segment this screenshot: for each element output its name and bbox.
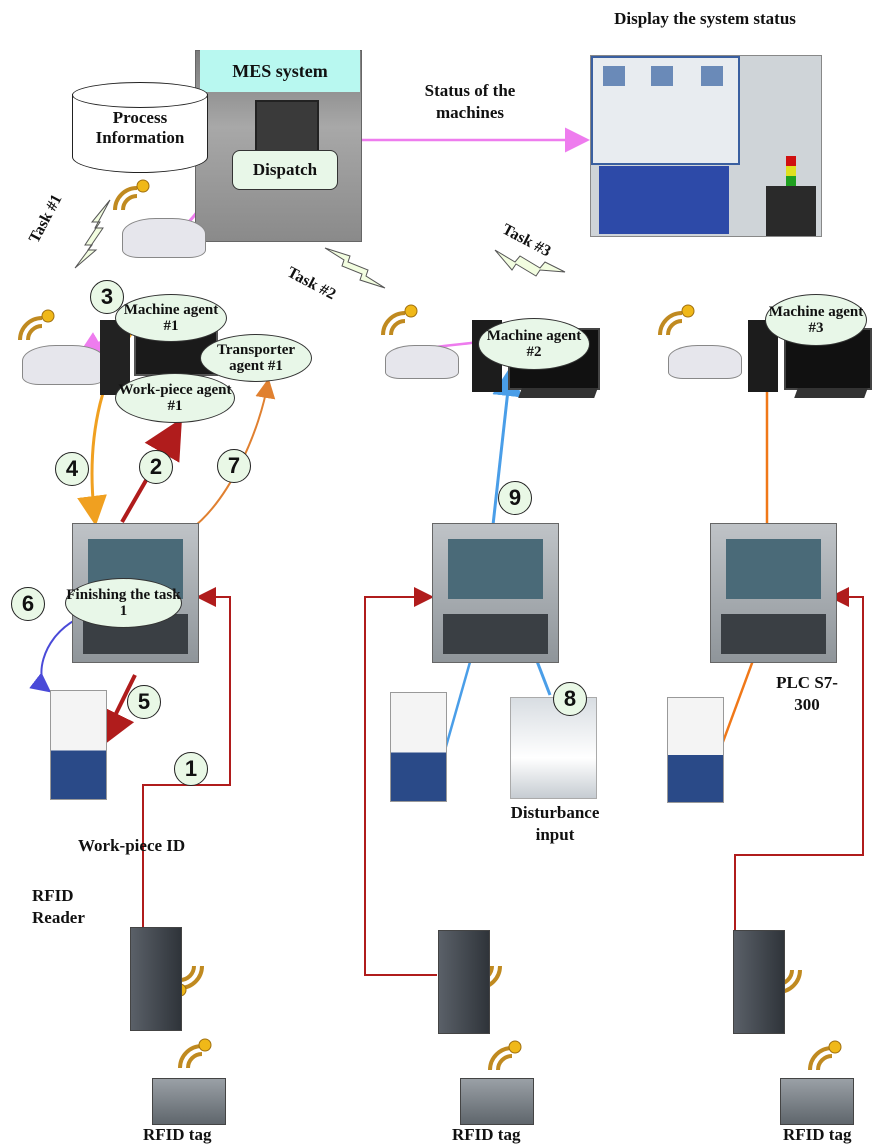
wifi-icon: [18, 316, 43, 341]
step6-arrow: [29, 619, 76, 693]
disturbance-input-label: Disturbance input: [510, 803, 600, 844]
plc-label: PLC S7-300: [776, 673, 838, 714]
workpiece-agent-1: Work-piece agent #1: [115, 373, 235, 423]
rfid-tag-label-1: RFID tag: [143, 1125, 212, 1144]
step-7: 7: [217, 449, 251, 483]
dispatch-box: Dispatch: [232, 150, 338, 190]
conveyor-2: [390, 692, 447, 802]
conveyor3-plc3-line: [718, 654, 757, 751]
rfid-reader-2: [438, 930, 490, 1034]
conveyor2-plc2-line: [443, 654, 474, 751]
rfid-reader-label: RFID Reader: [32, 886, 85, 927]
plc-3: [710, 523, 837, 663]
rfid-tag-device-2: [460, 1078, 534, 1125]
rfid3-plc3-line: [734, 587, 864, 990]
machine-agent-3: Machine agent #3: [765, 294, 867, 346]
router-agent3: [668, 345, 742, 379]
step-4: 4: [55, 452, 89, 486]
rfid-tag-label-2: RFID tag: [452, 1125, 521, 1144]
router-agent1: [22, 345, 106, 385]
display-system-status-label: Display the system status: [614, 9, 796, 28]
step-1: 1: [174, 752, 208, 786]
wifi-icon: [113, 186, 138, 211]
finishing-task-bubble: Finishing the task 1: [65, 578, 182, 628]
step-6: 6: [11, 587, 45, 621]
plc-2: [432, 523, 559, 663]
status-of-machines-label: Status of the machines: [424, 81, 516, 122]
wifi-icon: [381, 311, 406, 336]
process-information-label: Process Information: [95, 108, 185, 147]
rfid1-plc1-line: [142, 587, 231, 930]
step-2: 2: [139, 450, 173, 484]
task2-bolt: [324, 247, 386, 289]
step-8: 8: [553, 682, 587, 716]
conveyor-3: [667, 697, 724, 803]
disturbance-device: [510, 697, 597, 799]
task3-bolt: [494, 249, 566, 277]
workpiece-id-label: Work-piece ID: [78, 836, 186, 855]
process-information-db: Process Information: [72, 82, 208, 178]
rfid-tag-device-3: [780, 1078, 854, 1125]
router-mes: [122, 218, 206, 258]
rfid-reader-3: [733, 930, 785, 1034]
machine-agent-1: Machine agent #1: [115, 294, 227, 342]
step5-arrow: [98, 674, 137, 750]
conveyor-1: [50, 690, 107, 800]
system-status-screenshot: [590, 55, 822, 237]
rfid-tag-device-1: [152, 1078, 226, 1125]
step-3: 3: [90, 280, 124, 314]
machine-agent-2: Machine agent #2: [478, 318, 590, 370]
rfid-tag-label-3: RFID tag: [783, 1125, 852, 1144]
mes-system-title: MES system: [200, 50, 360, 92]
wifi-icon: [658, 311, 683, 336]
rfid-reader-1: [130, 927, 182, 1031]
step9-arrow: [491, 366, 523, 526]
step-5: 5: [127, 685, 161, 719]
rfid2-plc2-line: [364, 587, 437, 976]
step-9: 9: [498, 481, 532, 515]
task1-bolt: [74, 199, 111, 269]
router-agent2: [385, 345, 459, 379]
transporter-agent-1: Transporter agent #1: [200, 334, 312, 382]
